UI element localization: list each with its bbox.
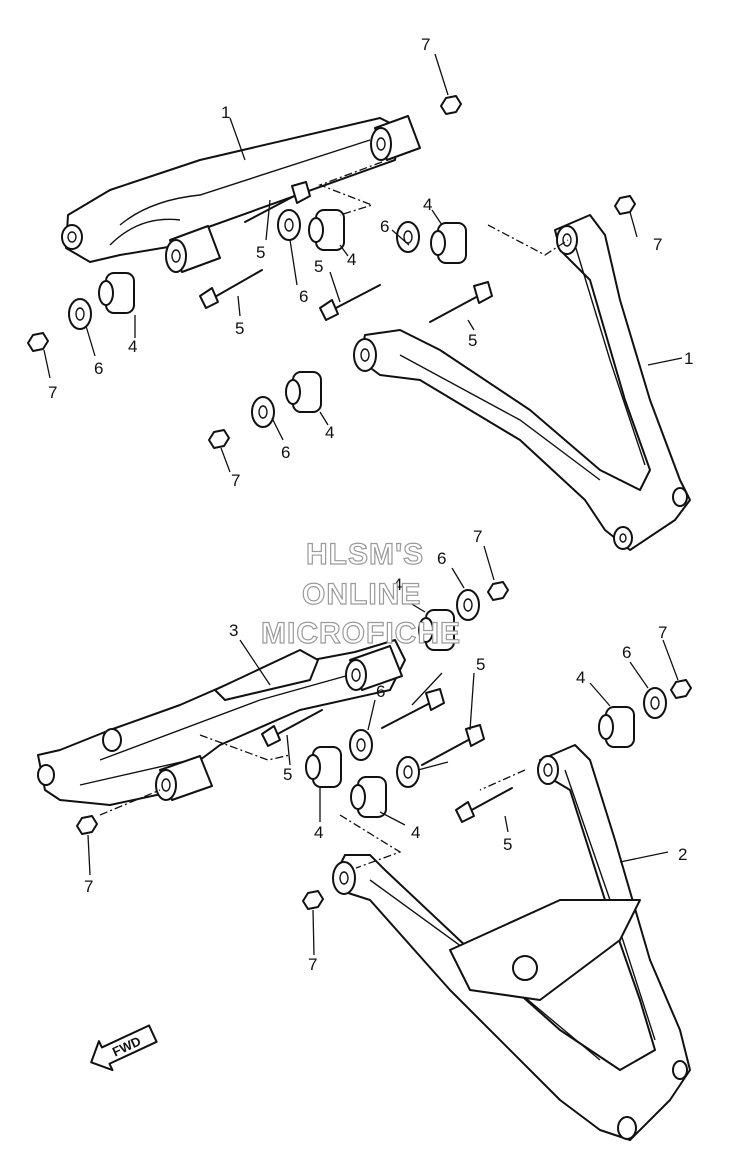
callout-6: 6	[622, 643, 631, 662]
callout-6: 6	[94, 359, 103, 378]
callout-1-upper-right-arm: 1	[684, 349, 693, 368]
callout-5: 5	[503, 835, 512, 854]
lower-left-arm	[37, 639, 406, 806]
callout-5: 5	[476, 655, 485, 674]
callout-6: 6	[281, 443, 290, 462]
callout-1-upper-left-arm: 1	[221, 103, 230, 122]
callout-4: 4	[411, 823, 420, 842]
callout-5: 5	[314, 257, 323, 276]
callout-5: 5	[468, 331, 477, 350]
callout-7: 7	[473, 527, 482, 546]
callout-4: 4	[347, 250, 356, 269]
callout-4: 4	[325, 423, 334, 442]
callout-6: 6	[437, 549, 446, 568]
leader-lines	[43, 53, 683, 956]
watermark-line-1: HLSM'S	[305, 537, 425, 571]
watermark-line-2: ONLINE	[301, 577, 422, 611]
callout-labels: 1 1 2 3 4 4 4 4 4 4 4 4 5 5 5 5 5 5 5 6 …	[48, 35, 693, 974]
callout-6: 6	[299, 287, 308, 306]
upper-left-arm	[61, 115, 421, 273]
callout-7: 7	[653, 235, 662, 254]
callout-2-lower-right-arm: 2	[678, 845, 687, 864]
callout-5: 5	[256, 243, 265, 262]
callout-7: 7	[48, 383, 57, 402]
washers	[68, 209, 667, 788]
callout-6: 6	[376, 682, 385, 701]
callout-4: 4	[314, 823, 323, 842]
callout-4: 4	[576, 668, 585, 687]
callout-4: 4	[393, 575, 402, 594]
callout-5: 5	[283, 765, 292, 784]
callout-7: 7	[658, 623, 667, 642]
callout-3-lower-left-arm: 3	[229, 621, 238, 640]
callout-7: 7	[421, 35, 430, 54]
nuts	[27, 95, 692, 910]
callout-5: 5	[235, 319, 244, 338]
lower-right-arm	[332, 744, 691, 1141]
callout-4: 4	[423, 195, 432, 214]
upper-right-arm	[353, 214, 691, 551]
callout-7: 7	[231, 471, 240, 490]
bushings	[98, 209, 635, 818]
callout-7: 7	[308, 955, 317, 974]
callout-7: 7	[84, 877, 93, 896]
callout-6: 6	[380, 217, 389, 236]
callout-4: 4	[128, 337, 137, 356]
watermark-line-3: MICROFICHE	[260, 616, 461, 650]
bolts	[199, 181, 513, 823]
fwd-direction-arrow: FWD	[90, 1024, 158, 1072]
